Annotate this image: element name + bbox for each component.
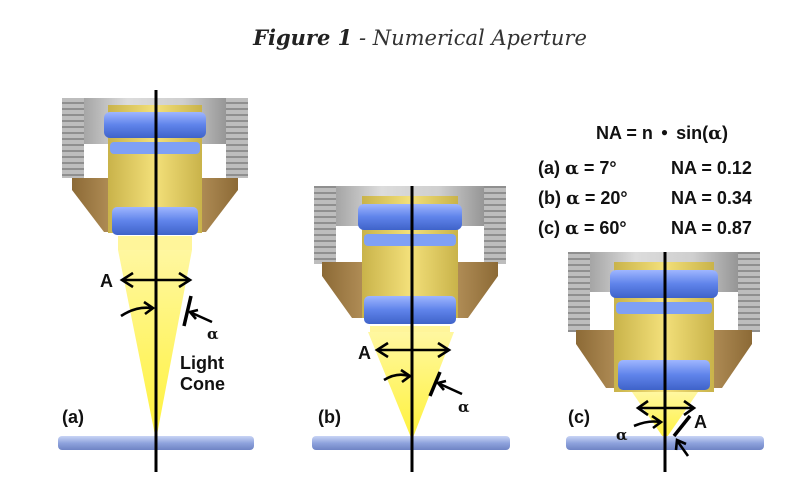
result-alpha: α	[565, 218, 579, 239]
cone-label-line2: Cone	[180, 374, 225, 394]
cone-edge-mark-b	[428, 371, 442, 397]
thread-left	[62, 98, 84, 178]
angle-arrow-b	[383, 368, 463, 396]
results-list: (a) α = 7° NA = 0.12 (b) α = 20° NA = 0.…	[538, 158, 752, 239]
result-alpha: α	[565, 158, 579, 179]
result-na: NA = 0.12	[671, 158, 752, 178]
thread-left	[568, 252, 590, 332]
result-panel-label: (c)	[538, 218, 560, 238]
angle-arrow-a	[120, 300, 213, 324]
thread-right	[226, 98, 248, 178]
result-eq: = 60°	[584, 218, 627, 238]
aperture-label-a: A	[100, 271, 113, 291]
lens-element-mid	[364, 234, 456, 246]
formula-lhs: NA = n	[596, 123, 653, 143]
formula-alpha: α	[708, 123, 722, 144]
panel-b: A α (b)	[312, 186, 510, 472]
objective-b	[314, 186, 506, 336]
lens-element-top	[358, 204, 462, 230]
aperture-label-b: A	[358, 343, 371, 363]
aperture-arrow-b	[374, 341, 452, 359]
figure-title-bold: Figure 1	[252, 25, 352, 50]
figure-title-rest: - Numerical Aperture	[352, 26, 587, 50]
result-na: NA = 0.34	[671, 188, 752, 208]
thread-right	[484, 186, 506, 264]
lens-element-front	[364, 296, 456, 324]
result-row-b: (b) α = 20° NA = 0.34	[538, 188, 752, 209]
angle-label-c: α	[616, 426, 628, 444]
na-formula: NA = n ● sin(α)	[596, 120, 728, 144]
angle-label-a: α	[207, 325, 219, 343]
formula-fn: sin(	[676, 123, 708, 143]
angle-label-b: α	[458, 398, 470, 416]
formula-dot: ●	[661, 125, 668, 139]
thread-right	[738, 252, 760, 332]
result-eq: = 7°	[584, 158, 617, 178]
thread-left	[314, 186, 336, 264]
cone-label-line1: Light	[180, 353, 224, 373]
panel-a: A α Light Cone (a)	[58, 90, 254, 472]
result-row-c: (c) α = 60° NA = 0.87	[538, 218, 752, 239]
result-row-a: (a) α = 7° NA = 0.12	[538, 158, 752, 179]
result-panel-label: (b)	[538, 188, 561, 208]
formula-close: )	[722, 123, 728, 143]
panel-label-c: (c)	[568, 407, 590, 427]
aperture-label-c: A	[694, 412, 707, 432]
angle-arrow-c	[633, 414, 690, 457]
aperture-arrow-a	[119, 271, 193, 289]
front-glow	[370, 326, 450, 336]
panel-label-b: (b)	[318, 407, 341, 427]
result-eq: = 20°	[585, 188, 628, 208]
cone-edge-mark-a	[182, 295, 193, 327]
result-panel-label: (a)	[538, 158, 560, 178]
result-alpha: α	[566, 188, 580, 209]
result-na: NA = 0.87	[671, 218, 752, 238]
panel-label-a: (a)	[62, 407, 84, 427]
figure-title: Figure 1 - Numerical Aperture	[252, 25, 587, 50]
panel-c: A α (c)	[566, 252, 764, 472]
aperture-arrow-c	[635, 399, 697, 417]
cone-edge-mark-c	[672, 414, 692, 438]
